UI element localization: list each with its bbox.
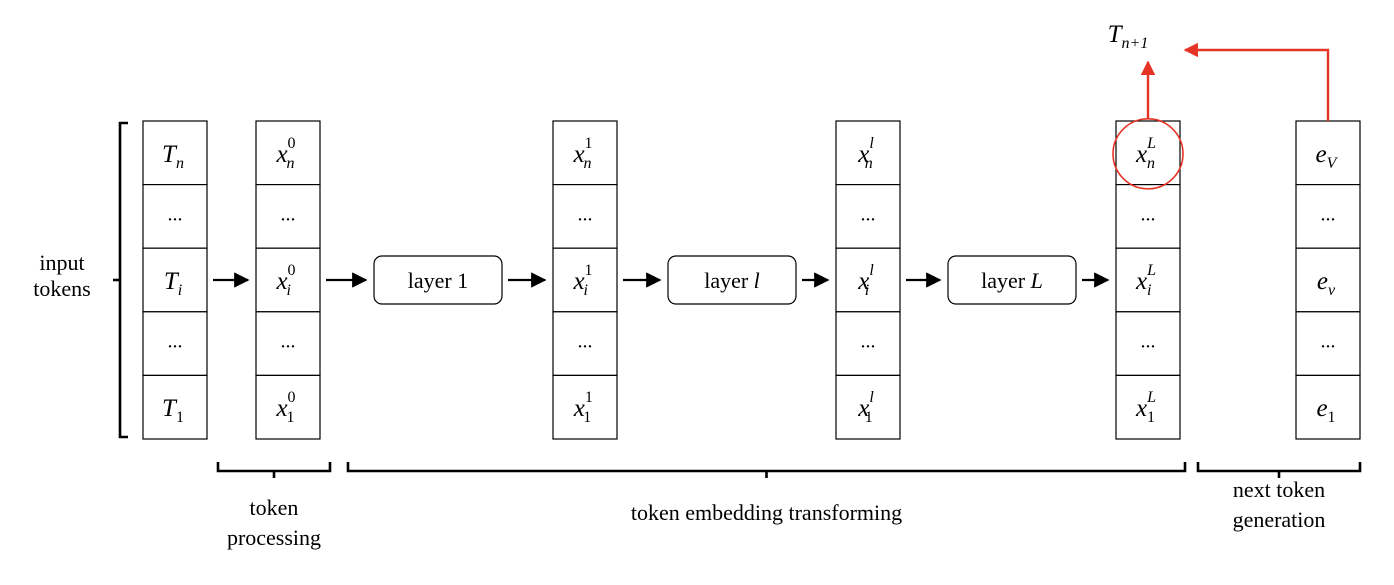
- cell-box: [835, 247, 901, 313]
- group-bracket-token_processing: [216, 462, 332, 478]
- cell-box: [255, 184, 321, 249]
- cell-box: [255, 247, 321, 313]
- cell-symbol: eV: [1316, 141, 1339, 172]
- ellipsis-label: ...: [168, 331, 183, 353]
- cell-box: [835, 374, 901, 440]
- layer-box-layer-1: layer 1: [373, 255, 503, 305]
- ellipsis-label: ...: [281, 203, 296, 225]
- cell-box: [255, 120, 321, 186]
- group-label-next_token_generation: generation: [1233, 507, 1326, 532]
- cell-box: [255, 311, 321, 376]
- ellipsis-label: ...: [281, 331, 296, 353]
- ellipsis-label: ...: [578, 331, 593, 353]
- cell-box: [552, 374, 618, 440]
- input-tokens-label: tokens: [33, 276, 90, 301]
- cell-box: [1295, 120, 1361, 186]
- cell-box: [1115, 120, 1181, 186]
- layer-label: layer 1: [408, 268, 468, 293]
- group-bracket-next_token_generation: [1196, 462, 1362, 478]
- cell-box: [835, 120, 901, 186]
- group-label-next_token_generation: next token: [1233, 477, 1325, 502]
- cell-symbol: Tn: [162, 141, 184, 172]
- cell-box: [142, 374, 208, 440]
- layer-box-layer-l: layer l: [667, 255, 797, 305]
- ellipsis-label: ...: [861, 331, 876, 353]
- cell-box: [142, 120, 208, 186]
- layer-label: layer L: [981, 268, 1043, 293]
- ellipsis-label: ...: [168, 203, 183, 225]
- group-label-token_processing: processing: [227, 525, 321, 550]
- cell-box: [1295, 311, 1361, 376]
- generation-arrow: [1183, 42, 1330, 121]
- cell-box: [552, 120, 618, 186]
- cell-symbol: Ti: [164, 268, 182, 299]
- input-tokens-label: input: [39, 250, 84, 275]
- ellipsis-label: ...: [578, 203, 593, 225]
- layer-label: layer l: [704, 268, 760, 293]
- cell-box: [255, 374, 321, 440]
- cell-box: [835, 311, 901, 376]
- cell-box: [552, 311, 618, 376]
- group-label-token_processing: token: [250, 495, 299, 520]
- cell-symbol: ev: [1317, 268, 1336, 299]
- group-label-token_embedding_transforming: token embedding transforming: [631, 500, 902, 525]
- cell-box: [552, 247, 618, 313]
- ellipsis-label: ...: [1321, 331, 1336, 353]
- brackets-layer: [113, 121, 1362, 478]
- input-bracket: [113, 121, 128, 439]
- ellipsis-label: ...: [861, 203, 876, 225]
- cell-symbol: e1: [1316, 395, 1335, 426]
- column-vocab: eV... ev... e1: [1295, 120, 1361, 440]
- cell-box: [142, 184, 208, 249]
- cell-box: [835, 184, 901, 249]
- output-layer: Tn+1: [1108, 21, 1330, 190]
- ellipsis-label: ...: [1141, 331, 1156, 353]
- layers-layer: layer 1 layer l layer L: [373, 255, 1077, 305]
- cell-box: [1115, 247, 1181, 313]
- layer-box-layer-L: layer L: [947, 255, 1077, 305]
- ellipsis-label: ...: [1321, 203, 1336, 225]
- group-bracket-token_embedding_transforming: [346, 462, 1187, 478]
- cell-box: [1115, 374, 1181, 440]
- cell-box: [1295, 247, 1361, 313]
- cell-box: [142, 311, 208, 376]
- cell-symbol: T1: [162, 395, 184, 426]
- ellipsis-label: ...: [1141, 203, 1156, 225]
- column-tokens: Tn... Ti... T1: [142, 120, 208, 440]
- cell-box: [1295, 374, 1361, 440]
- next-token-label: Tn+1: [1108, 21, 1149, 52]
- cell-box: [552, 184, 618, 249]
